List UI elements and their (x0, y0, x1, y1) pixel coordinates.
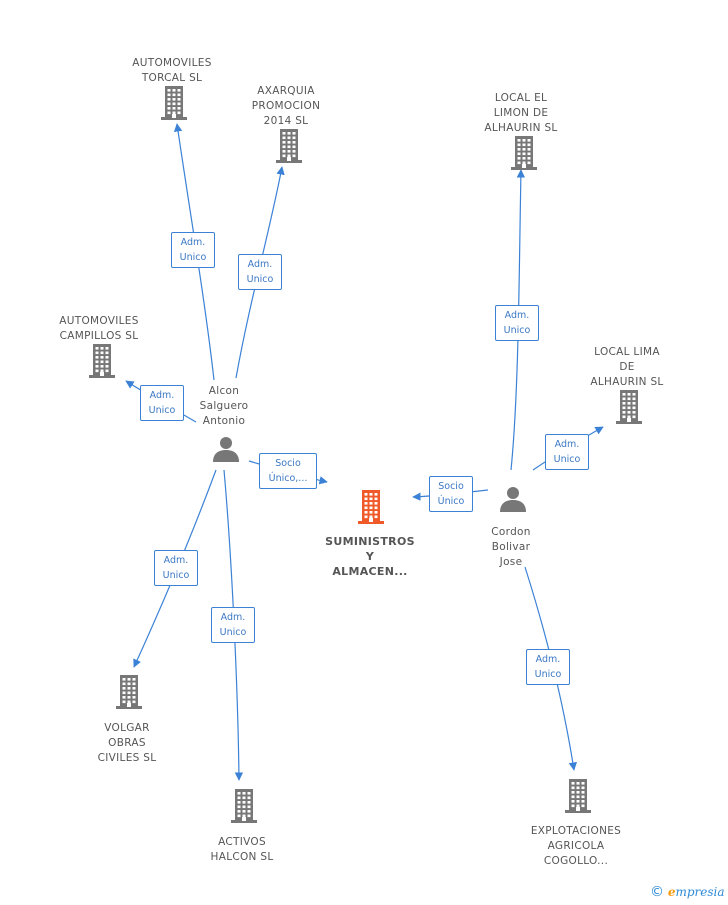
node-label-line: Y (365, 550, 375, 563)
company-icon[interactable] (614, 390, 644, 424)
node-label-automoviles-campillos[interactable]: AUTOMOVILES CAMPILLOS SL (29, 314, 169, 344)
node-label-line: CAMPILLOS SL (59, 330, 139, 342)
edge-label-line: Unico (246, 274, 274, 285)
node-label-line: ACTIVOS (218, 836, 266, 848)
edge-label-line: Unico (179, 252, 207, 263)
edge-label-line: Adm. (554, 439, 580, 450)
edge-label[interactable]: Adm. Unico (154, 550, 198, 586)
node-label-line: Antonio (202, 415, 246, 427)
company-icon[interactable] (159, 86, 189, 120)
company-icon[interactable] (274, 129, 304, 163)
node-label-line: HALCON SL (210, 851, 274, 863)
node-label-suministros[interactable]: SUMINISTROS Y ALMACEN... (300, 534, 440, 579)
node-label-line: Jose (499, 556, 523, 568)
node-label-line: Bolivar (491, 541, 531, 553)
node-label-line: ALMACEN... (332, 565, 408, 578)
node-label-line: LIMON DE (493, 107, 549, 119)
company-icon[interactable] (229, 789, 259, 823)
company-icon[interactable] (509, 136, 539, 170)
node-label-local-limon[interactable]: LOCAL EL LIMON DE ALHAURIN SL (451, 91, 591, 136)
node-label-line: AXARQUIA (257, 85, 315, 97)
person-icon[interactable] (498, 484, 528, 514)
node-label-line: EXPLOTACIONES (530, 825, 622, 837)
edge-label[interactable]: Adm. Unico (526, 649, 570, 685)
node-label-line: PROMOCION (251, 100, 321, 112)
edge-label[interactable]: Adm. Unico (171, 232, 215, 268)
edge-label-line: Unico (219, 627, 247, 638)
edge-label-line: Unico (503, 325, 531, 336)
node-label-line: Cordon (491, 526, 531, 538)
brand-logo[interactable]: © empresia (650, 884, 725, 900)
edge-label-line: Adm. (163, 555, 189, 566)
edge-label-line: Único,... (268, 473, 308, 484)
edge-label-line: Unico (534, 669, 562, 680)
person-icon[interactable] (211, 434, 241, 464)
brand-e: e (667, 885, 676, 899)
node-label-line: TORCAL SL (141, 72, 203, 84)
edge-label-line: Adm. (180, 237, 206, 248)
edge-label-line: Adm. (247, 259, 273, 270)
edge-label-line: Adm. (535, 654, 561, 665)
edge-label-line: Socio (275, 458, 301, 469)
node-label-line: Salguero (199, 400, 249, 412)
company-icon[interactable] (114, 675, 144, 709)
node-label-line: 2014 SL (263, 115, 309, 127)
node-label-explotaciones[interactable]: EXPLOTACIONES AGRICOLA COGOLLO... (506, 824, 646, 869)
node-label-line: LOCAL EL (494, 92, 548, 104)
node-label-line: LOCAL LIMA (594, 346, 660, 358)
edge-label-line: Adm. (149, 390, 175, 401)
edge-label[interactable]: Adm. Unico (211, 607, 255, 643)
node-label-line: SUMINISTROS (325, 535, 415, 548)
company-icon[interactable] (563, 779, 593, 813)
edge-label-line: Unico (162, 570, 190, 581)
edge-label[interactable]: Adm. Unico (545, 434, 589, 470)
node-label-line: ALHAURIN SL (590, 376, 664, 388)
edge-label-line: Unico (553, 454, 581, 465)
edge-label-line: Adm. (220, 612, 246, 623)
center-company-icon[interactable] (356, 490, 386, 524)
edge-label[interactable]: Adm. Unico (495, 305, 539, 341)
node-label-line: AGRICOLA (547, 840, 605, 852)
edge-label-line: Único (437, 496, 465, 507)
node-label-line: CIVILES SL (97, 752, 157, 764)
copyright-icon: © (650, 884, 664, 900)
edge-label[interactable]: Adm. Unico (140, 385, 184, 421)
node-label-line: AUTOMOVILES (132, 57, 212, 69)
brand-text: mpresia (675, 885, 725, 899)
node-label-line: DE (619, 361, 635, 373)
node-label-local-lima[interactable]: LOCAL LIMA DE ALHAURIN SL (557, 345, 697, 390)
node-label-line: OBRAS (108, 737, 146, 749)
edge-label[interactable]: Adm. Unico (238, 254, 282, 290)
node-label-axarquia[interactable]: AXARQUIA PROMOCION 2014 SL (216, 84, 356, 129)
company-icon[interactable] (87, 344, 117, 378)
edge-label-line: Socio (438, 481, 464, 492)
node-label-activos-halcon[interactable]: ACTIVOS HALCON SL (172, 835, 312, 865)
node-label-line: AUTOMOVILES (59, 315, 139, 327)
node-label-line: ALHAURIN SL (484, 122, 558, 134)
node-label-automoviles-torcal[interactable]: AUTOMOVILES TORCAL SL (102, 56, 242, 86)
node-label-line: Alcon (208, 385, 240, 397)
edge-label-line: Adm. (504, 310, 530, 321)
edge-label-line: Unico (148, 405, 176, 416)
node-label-line: VOLGAR (104, 722, 150, 734)
node-label-volgar[interactable]: VOLGAR OBRAS CIVILES SL (57, 721, 197, 766)
node-label-line: COGOLLO... (543, 855, 609, 867)
